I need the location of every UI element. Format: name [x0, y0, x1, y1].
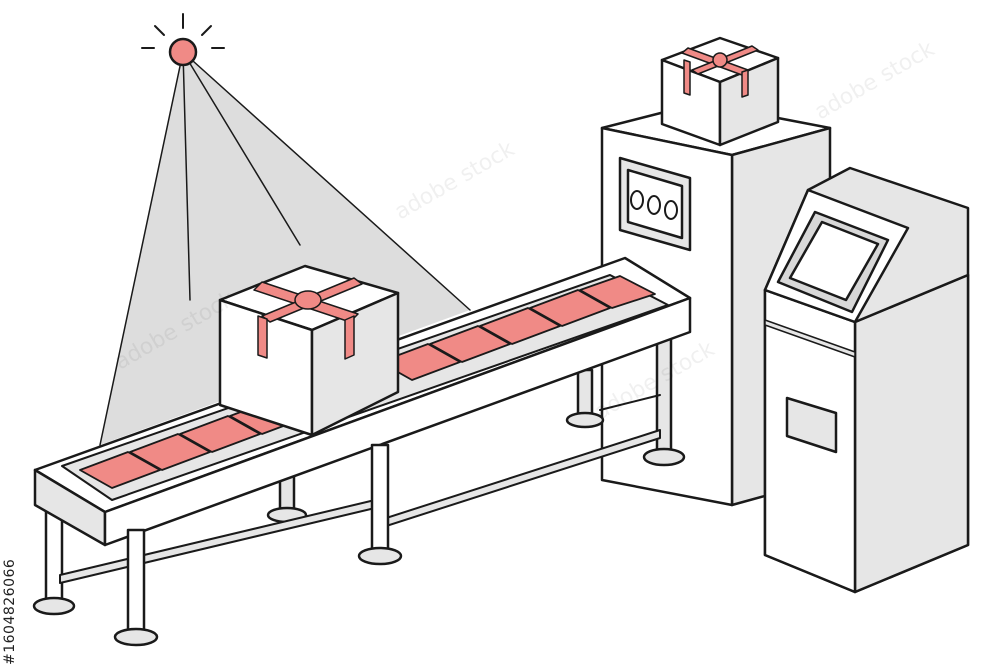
- gift-box-icon: [662, 38, 778, 145]
- conveyor-legs-front: [115, 445, 401, 645]
- sensor-beam: [100, 52, 470, 445]
- svg-text:adobe stock: adobe stock: [811, 37, 940, 126]
- gift-box-on-belt: [220, 266, 398, 435]
- sensor-light-icon: [142, 14, 224, 65]
- gauge-icon: [620, 158, 690, 250]
- conveyor-rollers: [80, 276, 655, 488]
- stock-id-label: #1604826066: [2, 558, 18, 665]
- touch-screen-icon: [778, 212, 888, 312]
- svg-text:adobe stock: adobe stock: [391, 137, 520, 226]
- card-slot: [787, 398, 836, 452]
- control-kiosk: [765, 168, 968, 592]
